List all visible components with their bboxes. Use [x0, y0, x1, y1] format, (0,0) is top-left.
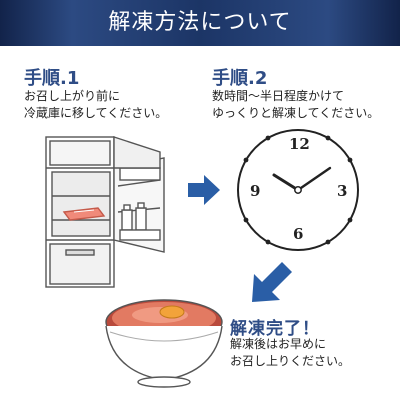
- step1-line1: お召し上がり前に: [24, 89, 121, 103]
- rice-bowl-icon: [105, 299, 223, 388]
- header-banner: 解凍方法について: [0, 0, 400, 46]
- clock-number-3: 3: [337, 182, 348, 200]
- step3-title: 解凍完了！: [230, 319, 320, 339]
- clock-number-9: 9: [250, 182, 261, 200]
- clock-number-6: 6: [293, 225, 304, 243]
- refrigerator-icon: [45, 136, 165, 288]
- page-title: 解凍方法について: [108, 10, 292, 35]
- step3-line2: お召し上りください。: [230, 354, 351, 368]
- step2-title: 手順.2: [212, 68, 268, 89]
- clock-number-12: 12: [289, 135, 310, 153]
- step2-line1: 数時間～半日程度かけて: [212, 89, 345, 103]
- step2-line2: ゆっくりと解凍してください。: [212, 106, 380, 120]
- arrow-right-icon: [188, 175, 220, 205]
- step1-line2: 冷蔵庫に移してください。: [24, 106, 168, 120]
- step3-line1: 解凍後はお早めに: [230, 337, 327, 351]
- clock-icon: [237, 129, 359, 251]
- step1-title: 手順.1: [24, 68, 80, 89]
- arrow-down-left-icon: [252, 262, 292, 302]
